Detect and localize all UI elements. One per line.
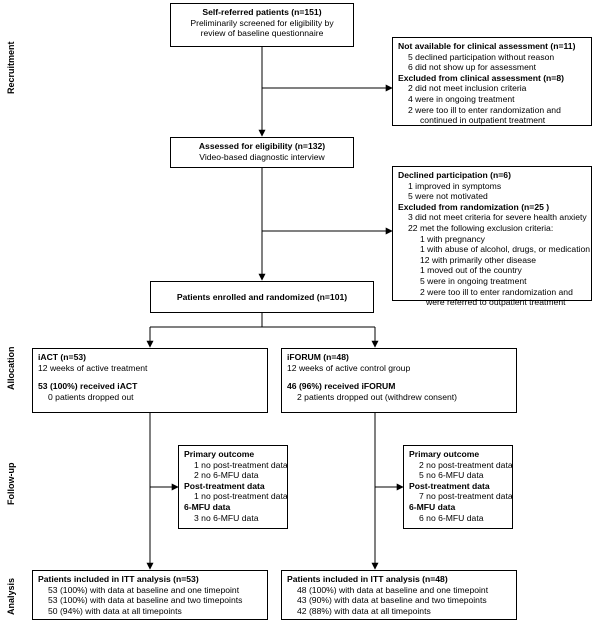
list-item: 5 were in ongoing treatment: [420, 275, 527, 286]
iforum-dropped: 2 patients dropped out (withdrew consent…: [297, 391, 458, 402]
mfu-title: 6-MFU data: [184, 501, 231, 512]
iact-allocation-box: iACT (n=53) 12 weeks of active treatment…: [32, 348, 268, 413]
assessed-box: Assessed for eligibility (n=132) Video-b…: [170, 137, 354, 168]
enrolled-title: Patients enrolled and randomized (n=101): [176, 292, 348, 302]
self-referred-line1: Preliminarily screened for eligibility b…: [190, 17, 334, 28]
primary-outcome-title: Primary outcome: [184, 449, 255, 459]
stage-allocation: Allocation: [6, 346, 16, 390]
post-treatment-title: Post-treatment data: [184, 480, 265, 491]
assessed-title: Assessed for eligibility (n=132): [198, 141, 326, 151]
enrolled-box: Patients enrolled and randomized (n=101): [150, 281, 374, 313]
iact-line1: 12 weeks of active treatment: [38, 362, 148, 373]
list-item: 2 did not meet inclusion criteria: [408, 83, 527, 94]
primary-outcome-title: Primary outcome: [409, 449, 480, 459]
list-item: were referred to outpatient treatment: [426, 297, 566, 308]
list-item: 2 were too ill to enter randomization an…: [408, 104, 561, 115]
list-item: 3 did not meet criteria for severe healt…: [408, 212, 587, 223]
list-item: 2 were too ill to enter randomization an…: [420, 286, 573, 297]
iact-title: iACT (n=53): [38, 352, 86, 362]
list-item: 5 no 6-MFU data: [419, 470, 484, 481]
mfu-title: 6-MFU data: [409, 501, 456, 512]
list-item: 5 declined participation without reason: [408, 51, 555, 62]
iact-followup-box: Primary outcome 1 no post-treatment data…: [178, 445, 288, 529]
iforum-followup-box: Primary outcome 2 no post-treatment data…: [403, 445, 513, 529]
itt-title: Patients included in ITT analysis (n=53): [38, 574, 199, 584]
list-item: 22 met the following exclusion criteria:: [408, 222, 554, 233]
iact-dropped: 0 patients dropped out: [48, 391, 134, 402]
list-item: 43 (90%) with data at baseline and two t…: [297, 595, 487, 606]
list-item: 4 were in ongoing treatment: [408, 93, 515, 104]
excluded-randomization-title: Excluded from randomization (n=25 ): [398, 201, 550, 212]
declined-title: Declined participation (n=6): [398, 170, 511, 180]
list-item: 7 no post-treatment data: [419, 491, 513, 502]
assessed-line1: Video-based diagnostic interview: [199, 151, 325, 162]
list-item: 12 with primarily other disease: [420, 254, 537, 265]
list-item: 1 no post-treatment data: [194, 459, 288, 470]
iact-itt-box: Patients included in ITT analysis (n=53)…: [32, 570, 268, 620]
declined-box: Declined participation (n=6) 1 improved …: [392, 166, 592, 307]
list-item: 53 (100%) with data at baseline and one …: [48, 584, 240, 595]
stage-follow-up: Follow-up: [6, 462, 16, 506]
list-item: 1 moved out of the country: [420, 265, 522, 276]
not-available-title: Not available for clinical assessment (n…: [398, 41, 576, 51]
list-item: continued in outpatient treatment: [420, 115, 546, 126]
list-item: 6 did not show up for assessment: [408, 62, 537, 73]
list-item: 1 no post-treatment data: [194, 491, 288, 502]
iforum-line1: 12 weeks of active control group: [287, 362, 411, 373]
iforum-allocation-box: iFORUM (n=48) 12 weeks of active control…: [281, 348, 517, 413]
self-referred-box: Self-referred patients (n=151) Prelimina…: [170, 3, 354, 47]
iforum-title: iFORUM (n=48): [287, 352, 349, 362]
stage-analysis: Analysis: [6, 577, 16, 615]
list-item: 53 (100%) with data at baseline and two …: [48, 595, 243, 606]
stage-recruitment: Recruitment: [6, 41, 16, 94]
list-item: 50 (94%) with data at all timepoints: [48, 605, 182, 616]
list-item: 1 with abuse of alcohol, drugs, or medic…: [420, 244, 591, 255]
iforum-itt-box: Patients included in ITT analysis (n=48)…: [281, 570, 517, 620]
list-item: 6 no 6-MFU data: [419, 512, 484, 523]
iact-received: 53 (100%) received iACT: [38, 381, 138, 392]
excluded-clinical-title: Excluded from clinical assessment (n=8): [398, 72, 564, 83]
list-item: 42 (88%) with data at all timepoints: [297, 605, 431, 616]
self-referred-title: Self-referred patients (n=151): [202, 7, 322, 17]
itt-title: Patients included in ITT analysis (n=48): [287, 574, 448, 584]
self-referred-line2: review of baseline questionnaire: [200, 28, 324, 39]
list-item: 3 no 6-MFU data: [194, 512, 259, 523]
list-item: 2 no post-treatment data: [419, 459, 513, 470]
list-item: 1 improved in symptoms: [408, 180, 502, 191]
post-treatment-title: Post-treatment data: [409, 480, 490, 491]
list-item: 48 (100%) with data at baseline and one …: [297, 584, 489, 595]
not-available-box: Not available for clinical assessment (n…: [392, 37, 592, 126]
list-item: 1 with pregnancy: [420, 233, 485, 244]
list-item: 2 no 6-MFU data: [194, 470, 259, 481]
iforum-received: 46 (96%) received iFORUM: [287, 381, 396, 392]
list-item: 5 were not motivated: [408, 191, 488, 202]
